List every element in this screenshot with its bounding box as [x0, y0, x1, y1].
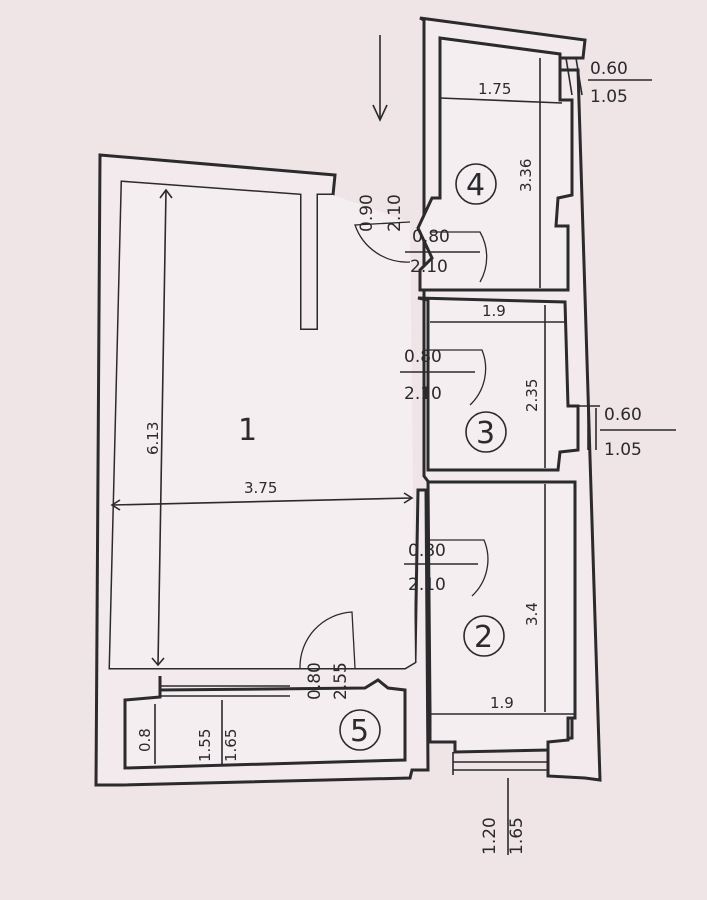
- window-top-right-bottom: 1.05: [590, 87, 628, 107]
- dimension-lines: [110, 35, 575, 855]
- door-swing-room3: [428, 349, 487, 406]
- dim-room3-width: 1.9: [482, 302, 506, 320]
- dim-room3-length: 2.35: [523, 379, 541, 412]
- door-room3-bottom: 2.10: [404, 384, 442, 404]
- dim-room2-width: 1.9: [490, 694, 514, 712]
- entrance-bottom: 1.65: [507, 817, 527, 855]
- door-room4-b-bottom: 2.10: [410, 257, 448, 277]
- door-room4-top: 0.90: [357, 194, 377, 232]
- room-1-label: 1: [238, 413, 257, 448]
- room-1-area: [110, 182, 415, 668]
- room-3-walls: [417, 296, 580, 472]
- door-room4-spec: 0.90 2.10: [357, 194, 405, 232]
- window-top-right-spec: 0.60 1.05: [588, 59, 652, 107]
- dim-room5-a: 0.8: [136, 728, 154, 752]
- door-swing-room4: [354, 221, 411, 263]
- door-swing-room4-b: [430, 231, 488, 283]
- entrance-spec: 1.20 1.65: [480, 817, 527, 855]
- door-room4-b-spec: 0.80 2.10: [405, 227, 480, 277]
- door-room5-spec: 0.80 2.55: [305, 662, 351, 700]
- door-swing-room2: [430, 539, 489, 597]
- door-room5-top: 0.80: [305, 662, 325, 700]
- door-room2-top: 0.80: [408, 541, 446, 561]
- window-mid-right-top: 0.60: [604, 405, 642, 425]
- window-mid-right: [577, 408, 597, 450]
- door-swing-room5: [299, 611, 356, 669]
- dim-room5-c: 1.65: [222, 729, 240, 762]
- room-5-label: 5: [350, 714, 369, 749]
- dim-room2-length: 3.4: [523, 602, 541, 626]
- room-2-label: 2: [474, 620, 493, 655]
- dim-room1-length: 6.13: [144, 422, 162, 455]
- room-4-label: 4: [466, 168, 485, 203]
- window-top-right-top: 0.60: [590, 59, 628, 79]
- entrance-opening: [452, 752, 549, 775]
- room-5-badge: 5: [339, 709, 381, 751]
- door-room3-spec: 0.80 2.10: [400, 347, 475, 404]
- dim-room5-b: 1.55: [196, 729, 214, 762]
- room-3-label: 3: [476, 416, 495, 451]
- room-2-walls: [426, 480, 577, 754]
- dim-room1-width: 3.75: [244, 479, 277, 497]
- door-room2-bottom: 2.10: [408, 575, 446, 595]
- door-room3-top: 0.80: [404, 347, 442, 367]
- room-4-walls: [416, 36, 574, 292]
- room-2-badge: 2: [463, 615, 505, 657]
- door-room2-spec: 0.80 2.10: [404, 541, 478, 595]
- room-3-badge: 3: [465, 411, 507, 453]
- door-room5-bottom: 2.55: [331, 662, 351, 700]
- window-mid-right-spec: 0.60 1.05: [600, 405, 676, 460]
- dim-room4-width: 1.75: [478, 80, 511, 98]
- dim-room4-length: 3.36: [517, 159, 535, 192]
- window-top-right: [565, 57, 583, 96]
- door-room4-bottom: 2.10: [385, 194, 405, 232]
- entrance-top: 1.20: [480, 817, 500, 855]
- room-5-walls: [123, 676, 407, 770]
- window-mid-right-bottom: 1.05: [604, 440, 642, 460]
- door-room4-b-top: 0.80: [412, 227, 450, 247]
- room-4-badge: 4: [455, 163, 497, 205]
